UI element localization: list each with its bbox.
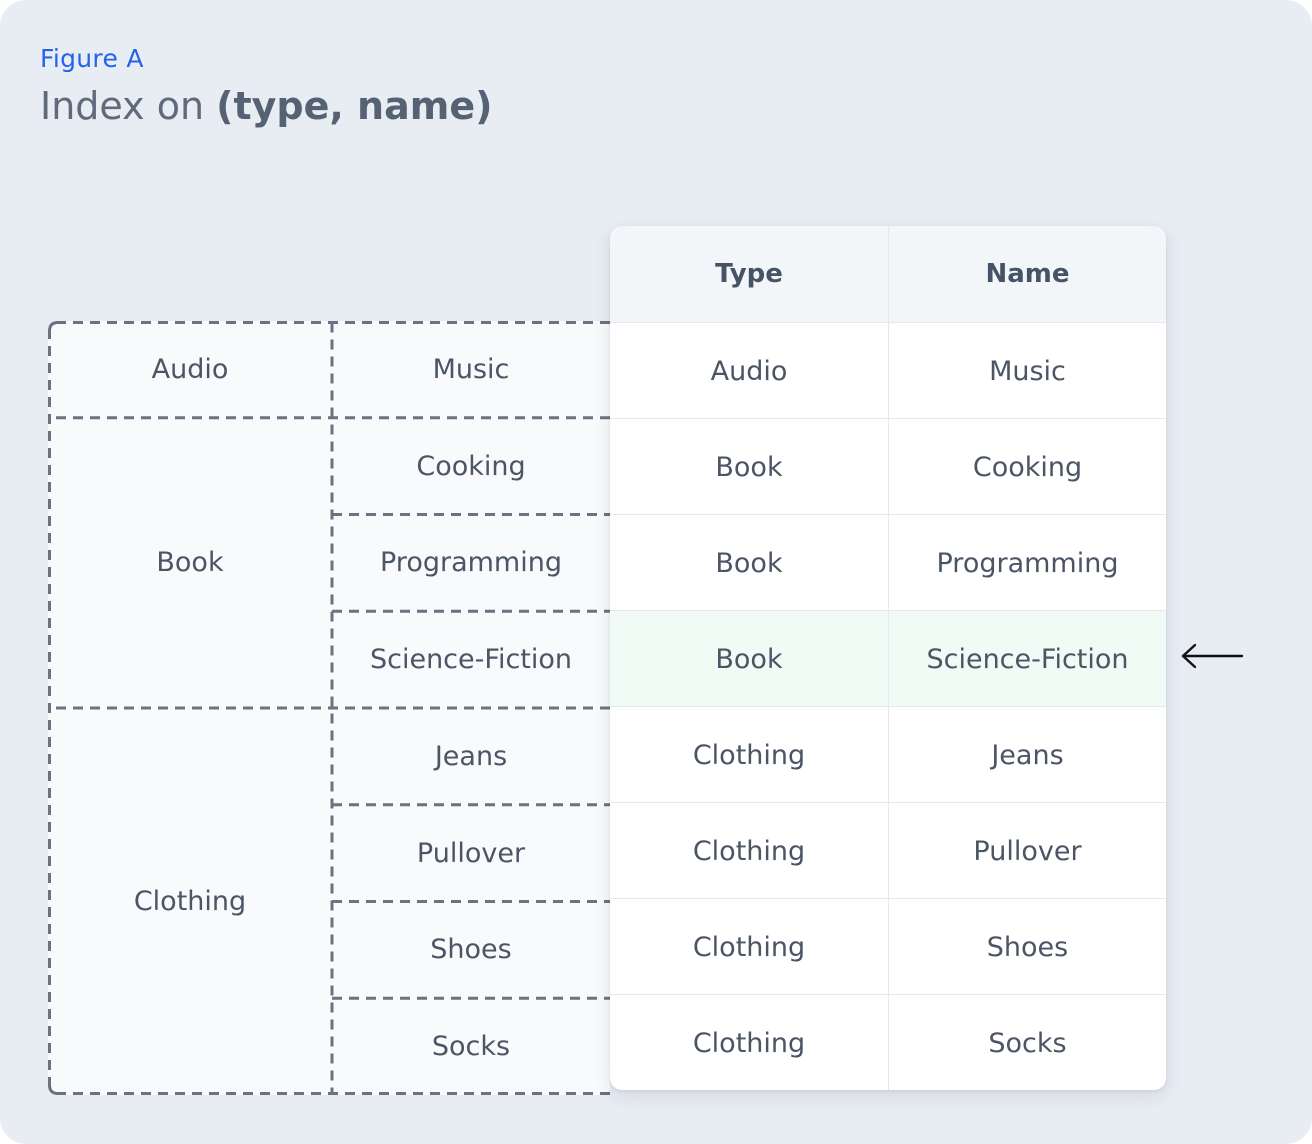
figure-label: Figure A	[40, 44, 144, 73]
table-cell-type: Clothing	[692, 931, 806, 963]
table-header-row: Type Name	[610, 226, 1166, 322]
table-cell-name: Science-Fiction	[888, 611, 1166, 707]
column-header-type: Type	[715, 259, 783, 289]
table-cell-name: Socks	[888, 995, 1166, 1090]
table-row: Clothing Shoes	[610, 898, 1166, 995]
index-entry-socks: Socks	[431, 1031, 511, 1063]
index-entry-pullover: Pullover	[416, 837, 526, 869]
table-cell-name: Shoes	[888, 899, 1166, 995]
table-row: Audio Music	[610, 322, 1166, 419]
table-row: Book Programming	[610, 514, 1166, 611]
table-cell-type: Audio	[710, 355, 788, 387]
title-emphasis: (type, name)	[216, 84, 493, 128]
index-entry-music: Music	[432, 353, 510, 385]
table-cell-name: Programming	[888, 515, 1166, 611]
table-row: Book Cooking	[610, 418, 1166, 515]
index-dashed-lines	[48, 321, 610, 1095]
table-cell-name: Cooking	[888, 419, 1166, 515]
index-entry-cooking: Cooking	[416, 450, 526, 482]
table-cell-name: Jeans	[888, 707, 1166, 803]
index-group-book: Book	[156, 547, 224, 579]
index-corner-top-left	[48, 321, 59, 332]
column-header-name: Name	[888, 226, 1166, 322]
index-entry-shoes: Shoes	[430, 934, 512, 966]
table-row-highlighted: Book Science-Fiction	[610, 610, 1166, 707]
table-cell-type: Clothing	[692, 739, 806, 771]
table-cell-type: Book	[715, 451, 783, 483]
index-group-clothing: Clothing	[133, 886, 247, 917]
index-entry-programming: Programming	[380, 547, 562, 579]
table-cell-type: Book	[715, 547, 783, 579]
index-entry-jeans: Jeans	[434, 740, 508, 772]
index-entry-science-fiction: Science-Fiction	[369, 644, 573, 676]
figure-title: Index on (type, name)	[40, 84, 492, 128]
table-cell-name: Music	[888, 323, 1166, 419]
table-row: Clothing Socks	[610, 994, 1166, 1090]
title-prefix: Index on	[40, 84, 217, 128]
table-row: Clothing Jeans	[610, 706, 1166, 803]
index-corner-bottom-left	[48, 1084, 59, 1095]
table-cell-type: Book	[715, 643, 783, 675]
left-arrow-icon	[1181, 643, 1244, 669]
index-group-audio: Audio	[151, 353, 229, 385]
table-cell-name: Pullover	[888, 803, 1166, 899]
table-row: Clothing Pullover	[610, 802, 1166, 899]
table-cell-type: Clothing	[692, 1027, 806, 1059]
table-cell-type: Clothing	[692, 835, 806, 867]
